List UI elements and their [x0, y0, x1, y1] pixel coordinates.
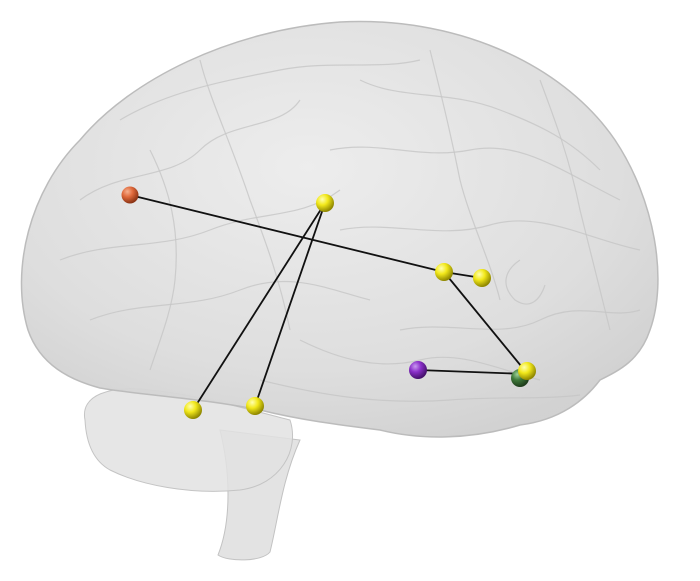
edge-yellow-parietal-to-yellow-right: [443, 271, 527, 373]
edge-yellow-top-to-yellow-bottom-mid: [254, 202, 326, 407]
node-yellow-parietal-right: [473, 269, 491, 287]
edge-purple-to-yellow-right: [417, 369, 527, 375]
node-yellow-bottom-left: [184, 401, 202, 419]
node-orange: [121, 186, 139, 204]
cortex-folds: [59, 49, 641, 402]
network-nodes: [121, 186, 536, 419]
edge-orange-to-yellow-parietal: [129, 194, 445, 273]
node-purple: [409, 361, 427, 379]
network-edges: [129, 194, 528, 411]
cerebrum: [20, 20, 659, 438]
edge-yellow-top-to-yellow-bottom-left: [192, 202, 326, 411]
node-yellow-bottom-mid: [246, 397, 264, 415]
node-yellow-parietal-left: [435, 263, 453, 281]
node-yellow-right: [518, 362, 536, 380]
node-yellow-top: [316, 194, 334, 212]
